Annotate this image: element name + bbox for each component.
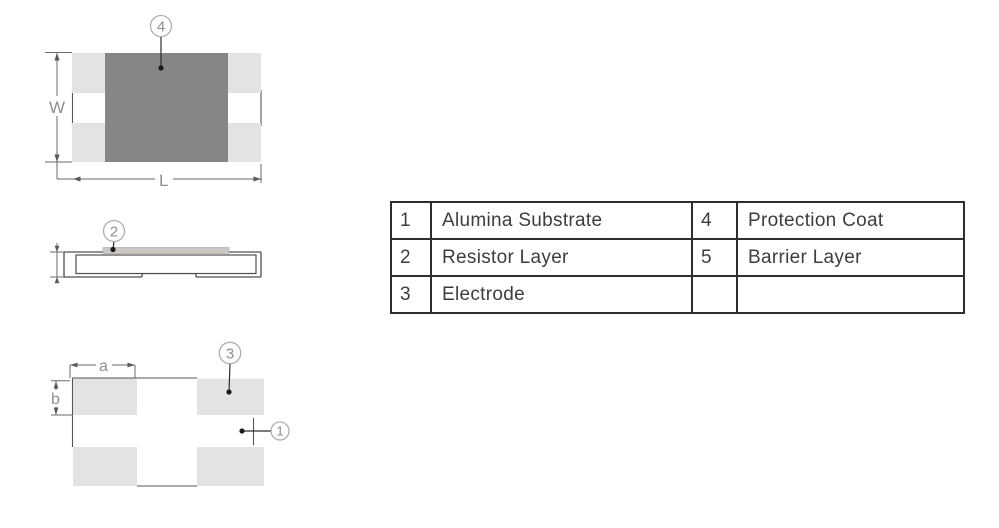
legend-table: 1 Alumina Substrate 4 Protection Coat 2 … xyxy=(390,201,965,314)
legend-number-cell: 5 xyxy=(691,238,738,277)
dimension-w: W xyxy=(45,52,72,179)
legend-name-cell: Electrode xyxy=(430,275,693,314)
dimension-b: b xyxy=(49,380,73,416)
dim-label-a: a xyxy=(99,358,108,375)
terminal-pad xyxy=(228,53,261,93)
callout-1-number: 1 xyxy=(276,424,283,439)
callout-1-dot xyxy=(239,428,245,434)
dimension-thickness xyxy=(50,243,64,284)
legend-row: 2 Resistor Layer 5 Barrier Layer xyxy=(390,238,965,277)
electrode-pad xyxy=(73,447,137,486)
protection-coat-area xyxy=(105,53,228,162)
dim-label-l: L xyxy=(159,171,168,190)
callout-4-circle xyxy=(149,14,173,38)
callout-1-circle xyxy=(270,421,290,441)
legend-row: 3 Electrode xyxy=(390,275,965,314)
callout-4-number: 4 xyxy=(157,19,165,36)
bottom-view: a b 3 xyxy=(49,341,290,487)
dimension-l: L xyxy=(57,164,262,190)
electrode-pad xyxy=(197,378,264,415)
callout-3-circle xyxy=(218,341,242,365)
callout-2-circle xyxy=(102,219,126,243)
terminal-pad xyxy=(228,123,261,162)
legend-name-cell: Protection Coat xyxy=(736,201,965,240)
electrode-pad xyxy=(197,447,264,486)
legend-number-cell xyxy=(691,275,738,314)
terminal-pad xyxy=(72,53,105,93)
callout-protection-coat: 4 xyxy=(149,14,173,71)
legend-number-cell: 2 xyxy=(390,238,432,277)
substrate-body-side xyxy=(75,254,257,275)
callout-electrode: 3 xyxy=(218,341,242,395)
callout-resistor-layer: 2 xyxy=(102,219,126,253)
legend-name-cell: Barrier Layer xyxy=(736,238,965,277)
callout-4-dot xyxy=(158,65,164,71)
legend-name-cell xyxy=(736,275,965,314)
side-view: 2 xyxy=(50,219,262,284)
callout-substrate: 1 xyxy=(239,421,290,441)
legend-name-cell: Alumina Substrate xyxy=(430,201,693,240)
dim-label-w: W xyxy=(49,98,65,117)
terminal-pad xyxy=(72,123,105,162)
legend-number-cell: 1 xyxy=(390,201,432,240)
legend-number-cell: 4 xyxy=(691,201,738,240)
callout-3-dot xyxy=(226,389,232,395)
callout-2-number: 2 xyxy=(110,224,118,241)
callout-2-dot xyxy=(110,246,116,253)
legend-number-cell: 3 xyxy=(390,275,432,314)
legend-name-cell: Resistor Layer xyxy=(430,238,693,277)
dim-label-b: b xyxy=(51,391,60,408)
resistor-layer-strip xyxy=(102,247,230,254)
electrode-pad xyxy=(73,378,137,415)
dimension-a: a xyxy=(69,357,136,378)
top-view: W L 4 xyxy=(45,14,262,190)
callout-3-number: 3 xyxy=(226,346,234,363)
legend-row: 1 Alumina Substrate 4 Protection Coat xyxy=(390,201,965,240)
